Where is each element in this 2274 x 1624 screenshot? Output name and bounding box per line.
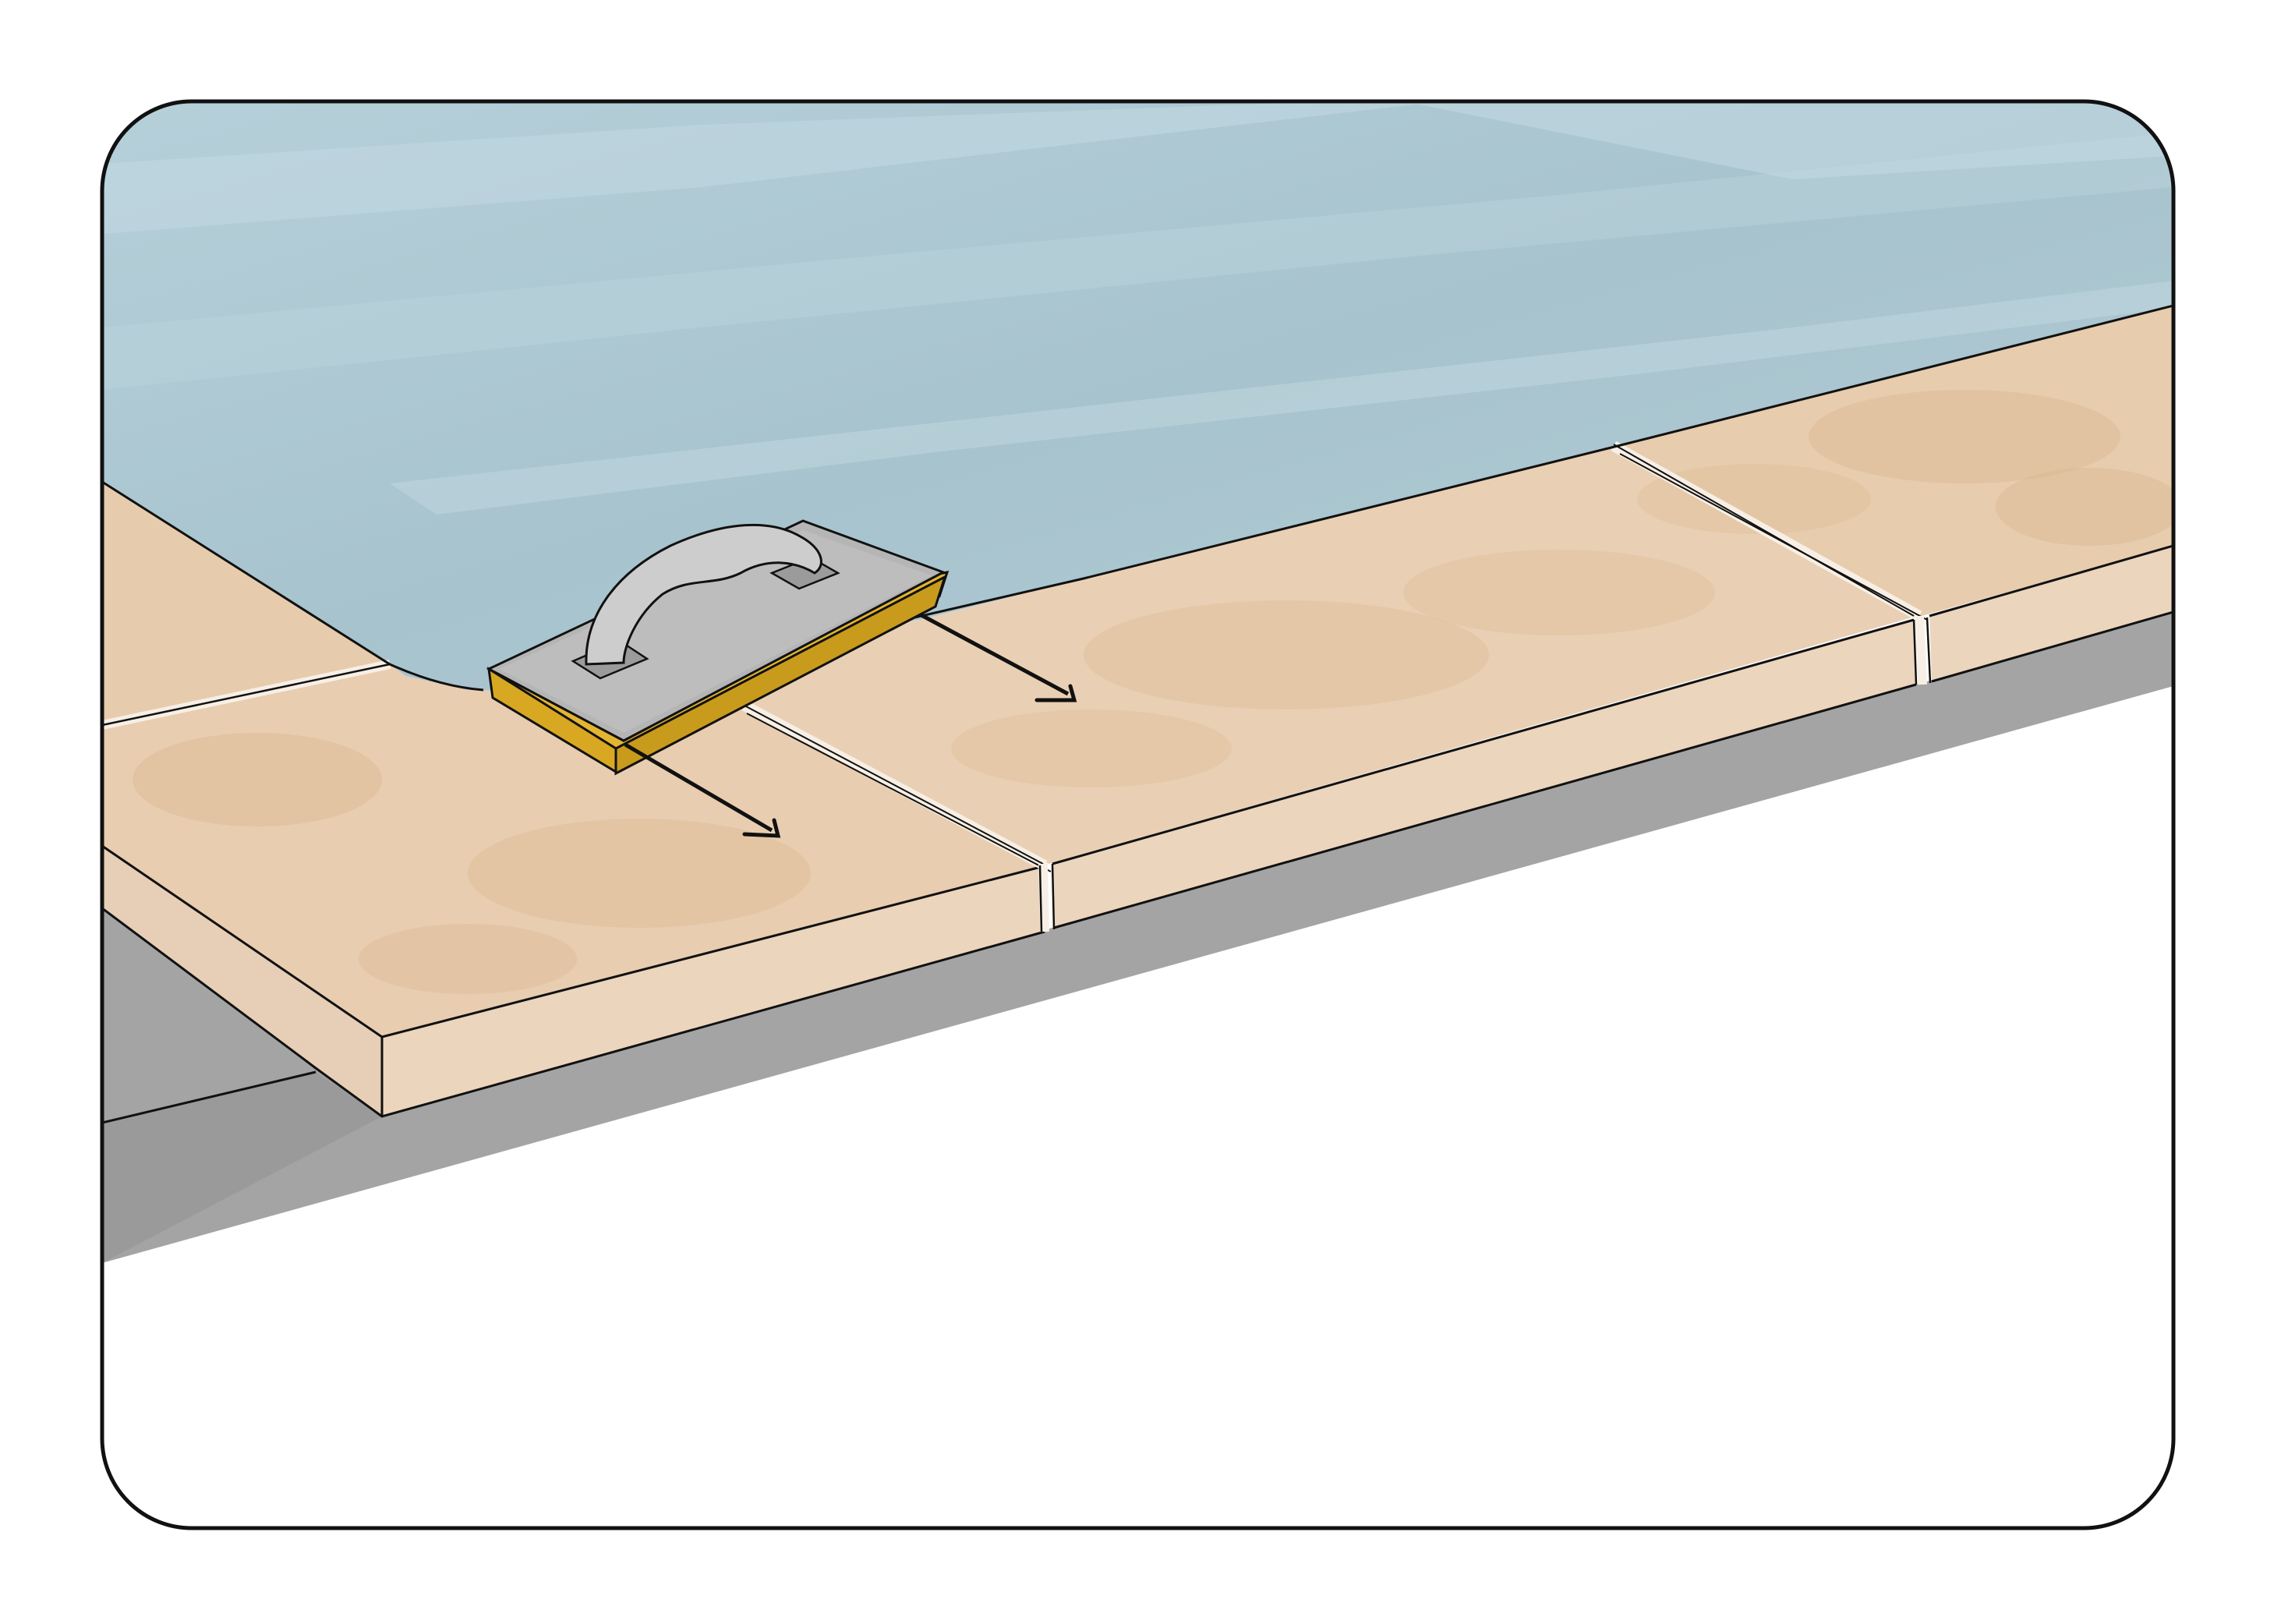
grout-float-icon: [486, 519, 950, 776]
tile-row: [102, 306, 2173, 1037]
subfloor-base: [102, 612, 2173, 1263]
tile-front-edges: [102, 544, 2173, 1118]
grout-lines: [102, 304, 2173, 932]
frame-border: [100, 99, 2176, 1530]
grout-haze-area: [102, 101, 2173, 694]
motion-arrow-icon: [624, 612, 1077, 838]
